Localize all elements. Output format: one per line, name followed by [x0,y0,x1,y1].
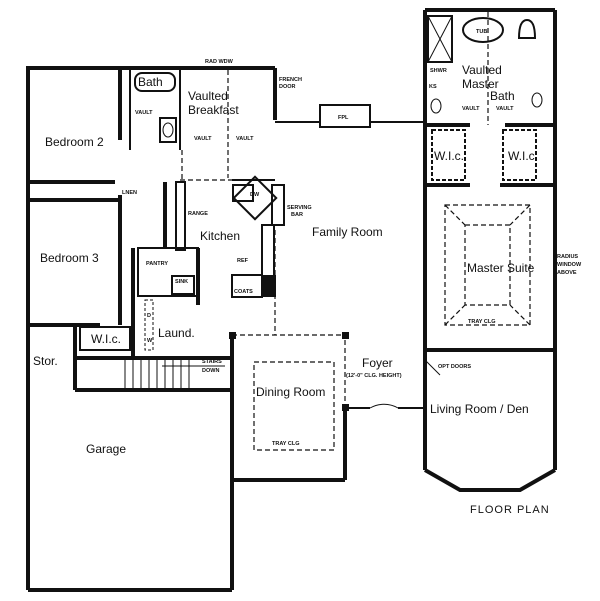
ks-note: KS [429,84,437,90]
foyer-label: Foyer [362,356,393,370]
dining-tray-note: TRAY CLG [272,441,300,447]
vault-note: VAULT [135,110,153,116]
vault-note: VAULT [462,106,480,112]
stairs-note: STAIRS [202,359,222,365]
coats-note: COATS [234,289,253,295]
bedroom3-label: Bedroom 3 [40,251,99,265]
master-bath-label-1: Vaulted [462,63,502,77]
wic-right-label: W.I.c. [508,149,538,163]
radius-window-note: RADIUS [557,254,578,260]
french-door-note-2: DOOR [279,84,296,90]
opt-doors-note: OPT DOORS [438,364,471,370]
master-bath-label-3: Bath [490,89,515,103]
floor-plan-title: FLOOR PLAN [470,504,550,516]
vault-note: VAULT [194,136,212,142]
bedroom2-label: Bedroom 2 [45,135,104,149]
kitchen-label: Kitchen [200,229,240,243]
bath-label: Bath [138,75,163,89]
wic-left-label: W.I.c. [434,149,464,163]
sink-note: SINK [175,279,188,285]
ref-note: REF [237,258,249,264]
dishwasher-note: DW [250,192,260,198]
dining-room-label: Dining Room [256,385,325,399]
family-room-label: Family Room [312,225,383,239]
radius-window-note-2: WINDOW [557,262,582,268]
garage-label: Garage [86,442,126,456]
master-suite-label: Master Suite [467,261,535,275]
french-door-note: FRENCH [279,77,302,83]
foyer-height-note: (12'-0" CLG. HEIGHT) [346,373,402,379]
breakfast-label-1: Vaulted [188,89,228,103]
pantry-note: PANTRY [146,261,168,267]
storage-label: Stor. [33,354,58,368]
rad-wdw-note: RAD WDW [205,59,234,65]
breakfast-label-2: Breakfast [188,103,239,117]
shower-note: SHWR [430,68,447,74]
bed3-wic-label: W.I.c. [91,332,121,346]
dryer-note: D [147,313,151,319]
stairs [124,360,225,390]
living-room-label: Living Room / Den [430,402,529,416]
master-bath-label-2: Master [462,77,499,91]
master-tray-note: TRAY CLG [468,319,496,325]
tub-note: TUB [476,29,487,35]
washer-note: W [147,338,153,344]
walls [26,8,557,592]
serving-bar-note: SERVING [287,205,312,211]
fireplace-note: FPL [338,115,349,121]
linen-note: LNEN [122,190,137,196]
vault-note: VAULT [496,106,514,112]
range-note: RANGE [188,211,208,217]
room-labels: RAD WDW FRENCH DOOR Bath Vaulted Breakfa… [33,29,582,516]
radius-window-note-3: ABOVE [557,270,577,276]
serving-bar-note-2: BAR [291,212,303,218]
laundry-label: Laund. [158,326,195,340]
stairs-note-2: DOWN [202,368,219,374]
vault-note: VAULT [236,136,254,142]
